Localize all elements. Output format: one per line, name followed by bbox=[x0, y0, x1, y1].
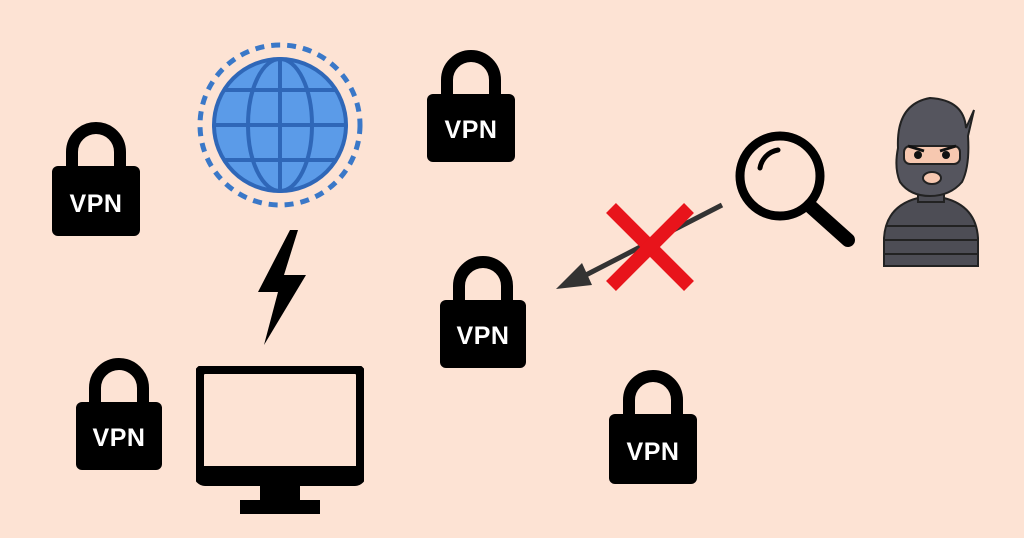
globe-icon bbox=[197, 42, 363, 208]
masked-hacker-icon bbox=[883, 96, 979, 267]
padlock-label: VPN bbox=[69, 190, 123, 218]
padlock-label: VPN bbox=[626, 438, 680, 466]
padlock-icon: VPN bbox=[609, 362, 697, 484]
padlock-icon: VPN bbox=[52, 114, 140, 236]
magnifying-glass-icon bbox=[735, 131, 855, 247]
padlock-icon: VPN bbox=[76, 350, 162, 470]
padlock-icon: VPN bbox=[440, 248, 526, 368]
padlock-label: VPN bbox=[444, 116, 498, 144]
padlock-label: VPN bbox=[456, 322, 510, 350]
padlock-icon: VPN bbox=[427, 42, 515, 162]
computer-monitor-icon bbox=[196, 366, 364, 514]
padlock-label: VPN bbox=[92, 424, 146, 452]
lightning-bolt-icon bbox=[258, 230, 306, 345]
red-cross-icon bbox=[606, 203, 694, 291]
